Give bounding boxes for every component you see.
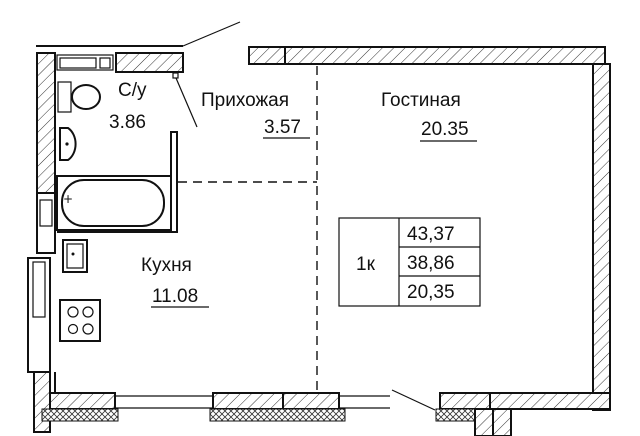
doors bbox=[172, 21, 436, 411]
bathtub-icon: + bbox=[56, 175, 172, 231]
total-area: 43,37 bbox=[407, 224, 455, 245]
kitchen-sink-icon bbox=[62, 239, 88, 273]
svg-text:+: + bbox=[63, 192, 73, 206]
room-name-bathroom: С/у bbox=[118, 80, 147, 101]
living-room-area: 20,35 bbox=[407, 282, 455, 303]
walls bbox=[27, 45, 611, 436]
toilet-icon bbox=[57, 81, 101, 113]
room-name-living: Гостиная bbox=[381, 90, 461, 111]
room-area-living: 20.35 bbox=[421, 119, 469, 140]
apartment-type: 1к bbox=[356, 254, 376, 275]
stove-icon bbox=[59, 299, 101, 342]
room-name-hallway: Прихожая bbox=[201, 90, 289, 111]
room-name-kitchen: Кухня bbox=[141, 255, 192, 276]
area-summary-table: 1к 43,37 38,86 20,35 bbox=[338, 217, 481, 307]
zone-dividers bbox=[178, 66, 318, 392]
sink-icon bbox=[59, 127, 77, 161]
room-area-bathroom: 3.86 bbox=[109, 112, 146, 133]
room-area-kitchen: 11.08 bbox=[152, 286, 198, 307]
room-area-hallway: 3.57 bbox=[264, 117, 301, 138]
living-total-area: 38,86 bbox=[407, 253, 455, 274]
